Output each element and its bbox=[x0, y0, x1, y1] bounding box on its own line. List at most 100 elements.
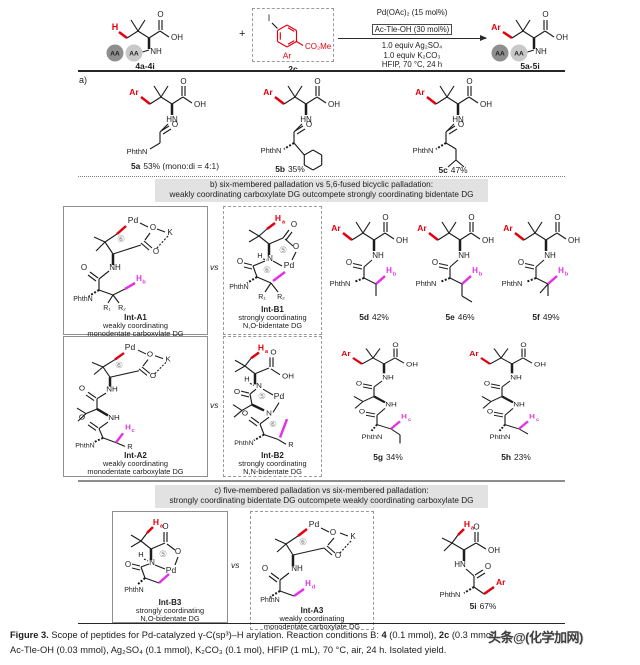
figure-caption-line1: Figure 3. Scope of peptides for Pd-catal… bbox=[10, 630, 634, 640]
product-id-5d: 5d bbox=[359, 312, 369, 322]
svg-text:NH: NH bbox=[372, 251, 384, 260]
svg-text:NH: NH bbox=[382, 373, 394, 381]
svg-text:I: I bbox=[268, 13, 271, 23]
caption-text-2: (0.1 mmol), bbox=[386, 630, 439, 640]
svg-text:H: H bbox=[558, 266, 564, 275]
svg-text:N: N bbox=[267, 254, 273, 263]
svg-text:O: O bbox=[466, 77, 472, 86]
svg-text:N: N bbox=[266, 408, 272, 417]
svg-text:OH: OH bbox=[171, 33, 183, 42]
svg-text:NH: NH bbox=[510, 373, 522, 381]
svg-text:Ar: Ar bbox=[129, 87, 139, 97]
svg-text:O: O bbox=[346, 258, 352, 267]
svg-text:NH: NH bbox=[291, 564, 303, 573]
section-c-heading-line1: c) five-membered palladation vs six-memb… bbox=[214, 486, 429, 495]
product-id-5h: 5h bbox=[501, 452, 511, 462]
svg-text:⑥: ⑥ bbox=[116, 234, 124, 244]
svg-text:O: O bbox=[487, 407, 493, 415]
svg-text:K: K bbox=[350, 532, 356, 541]
svg-text:Ar: Ar bbox=[503, 223, 513, 233]
svg-text:N: N bbox=[149, 558, 155, 567]
svg-text:Ar: Ar bbox=[491, 22, 501, 32]
svg-text:O: O bbox=[262, 564, 268, 573]
svg-text:AA: AA bbox=[495, 51, 505, 58]
svg-text:PhthN: PhthN bbox=[502, 279, 523, 288]
label-product-id: 5a-5i bbox=[520, 61, 540, 71]
svg-text:⑤: ⑤ bbox=[278, 245, 286, 255]
svg-text:O: O bbox=[290, 220, 296, 229]
svg-text:⑥: ⑥ bbox=[268, 419, 276, 429]
svg-text:OH: OH bbox=[480, 100, 492, 109]
product-id-5f: 5f bbox=[532, 312, 540, 322]
svg-text:Ar: Ar bbox=[331, 223, 341, 233]
svg-text:a: a bbox=[471, 526, 475, 532]
caption-text-3: (0.3 mmol), bbox=[449, 630, 499, 640]
svg-text:⑤: ⑤ bbox=[159, 549, 167, 559]
section-a-label: a) bbox=[79, 75, 88, 85]
svg-text:a: a bbox=[264, 349, 268, 355]
svg-text:H: H bbox=[257, 251, 262, 260]
product-id-5e: 5e bbox=[445, 312, 455, 322]
svg-text:b: b bbox=[565, 272, 569, 278]
svg-text:O: O bbox=[292, 242, 298, 251]
condition-line-2-wrap: Ac-Tle-OH (30 mol%) bbox=[338, 19, 486, 37]
svg-text:O: O bbox=[306, 120, 312, 129]
vs-label-row1: vs bbox=[210, 262, 219, 272]
svg-text:O: O bbox=[236, 257, 242, 266]
svg-text:O: O bbox=[359, 407, 365, 415]
svg-text:R₁: R₁ bbox=[258, 294, 266, 301]
svg-text:O: O bbox=[518, 258, 524, 267]
svg-text:O: O bbox=[330, 528, 336, 537]
svg-text:O: O bbox=[356, 379, 362, 387]
svg-text:NH: NH bbox=[513, 400, 525, 408]
product-yield-5c: 47% bbox=[450, 165, 468, 175]
svg-text:OH: OH bbox=[406, 360, 418, 368]
svg-text:O: O bbox=[241, 408, 247, 417]
svg-text:O: O bbox=[157, 10, 163, 19]
svg-text:Ar: Ar bbox=[415, 87, 425, 97]
caption-text-1: Scope of peptides for Pd-catalyzed γ-C(s… bbox=[48, 630, 382, 640]
svg-text:O: O bbox=[162, 522, 168, 531]
svg-text:OH: OH bbox=[482, 236, 494, 245]
svg-text:O: O bbox=[484, 379, 490, 387]
svg-text:Ar: Ar bbox=[341, 350, 350, 358]
int-b2-desc1: strongly coordinating bbox=[238, 459, 307, 469]
svg-text:⑥: ⑥ bbox=[262, 265, 270, 275]
svg-text:H: H bbox=[153, 517, 159, 527]
svg-text:O: O bbox=[149, 371, 155, 380]
svg-text:O: O bbox=[382, 213, 388, 222]
svg-text:OH: OH bbox=[488, 546, 500, 555]
product-yield-5h: 23% bbox=[514, 452, 531, 462]
int-a3-name: Int-A3 bbox=[300, 606, 324, 615]
divider-dotted bbox=[78, 176, 565, 177]
svg-text:Pd: Pd bbox=[273, 391, 284, 401]
svg-text:R: R bbox=[288, 440, 293, 449]
svg-text:K: K bbox=[165, 355, 171, 364]
product-yield-5e: 46% bbox=[457, 312, 475, 322]
int-b2-name: Int-B2 bbox=[261, 451, 284, 460]
svg-text:NH: NH bbox=[106, 385, 118, 394]
svg-text:b: b bbox=[142, 280, 146, 286]
svg-text:Ar: Ar bbox=[417, 223, 427, 233]
svg-text:O: O bbox=[78, 384, 84, 393]
svg-text:O: O bbox=[485, 562, 491, 571]
int-b1-name: Int-B1 bbox=[261, 305, 284, 314]
svg-text:H: H bbox=[305, 579, 311, 588]
svg-text:PhthN: PhthN bbox=[413, 146, 434, 155]
